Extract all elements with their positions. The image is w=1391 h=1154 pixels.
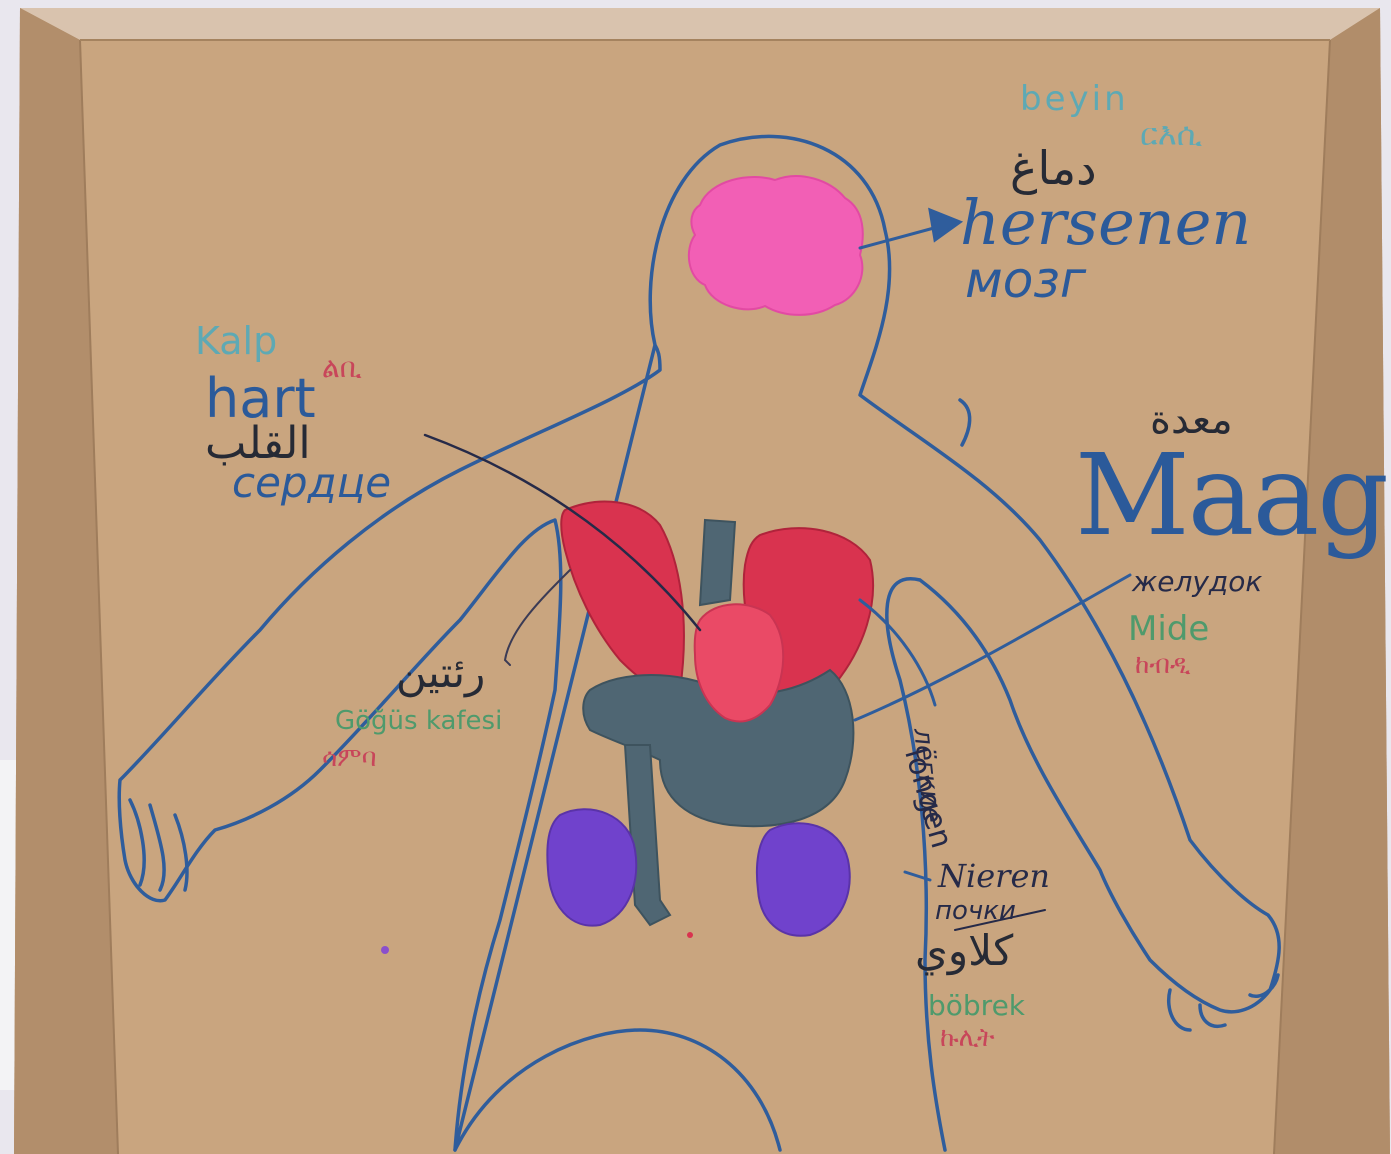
label-stomach-turkish: Mide [1128,612,1209,646]
label-stomach-dutch: Maag [1075,440,1387,552]
label-brain-arabic: دماغ [1010,145,1097,191]
label-heart-turkish: Kalp [195,322,277,360]
right-kidney [757,823,850,936]
label-kidneys-turkish: böbrek [928,992,1025,1020]
label-stomach-tigrinya: ከብዲ [1135,652,1191,678]
label-kidneys-russian: почки [935,898,1016,924]
label-brain-dutch: hersenen [960,192,1251,254]
label-kidneys-german: Nieren [938,860,1050,892]
label-heart-tigrinya: ልቢ [322,354,362,382]
label-lungs-turkish: Göğüs kafesi [335,708,502,734]
brain-shape [689,176,863,315]
label-brain-tigrinya: ርእሲ [1140,118,1202,150]
label-heart-russian: сердце [232,462,391,504]
paint-dot [381,946,389,954]
label-lungs-tigrinya: ሳምባ [322,745,376,771]
box-top-wall [20,8,1380,40]
label-brain-turkish: beyin [1020,82,1129,116]
label-kidneys-tigrinya: ኩሊት [940,1025,995,1051]
label-brain-russian: мозг [965,255,1086,305]
label-stomach-russian: желудок [1132,568,1262,596]
label-lungs-arabic: رئتين [396,652,485,694]
label-kidneys-arabic: كلاوي [915,930,1013,972]
esophagus [700,520,735,605]
brain [689,176,863,315]
paint-dot-2 [687,932,693,938]
left-kidney [547,809,636,925]
